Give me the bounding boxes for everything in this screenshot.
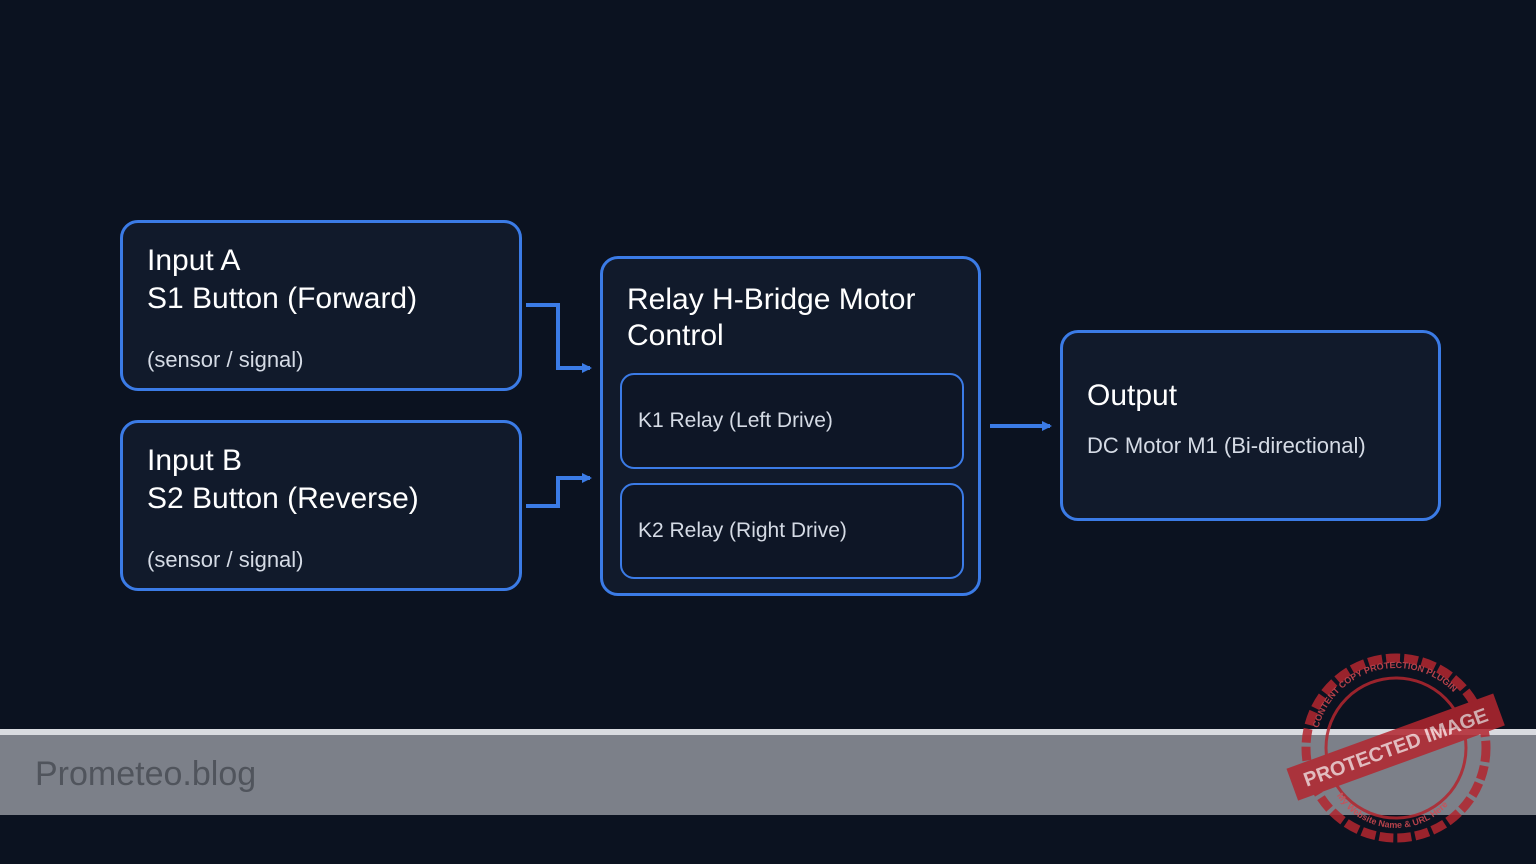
relay-k1-label: K1 Relay (Left Drive) — [638, 409, 833, 432]
input-b-title-line1: Input B — [147, 444, 243, 477]
input-a-title-line1: Input A — [147, 244, 241, 277]
input-a-node: Input A S1 Button (Forward) (sensor / si… — [120, 220, 522, 391]
relay-k2-label: K2 Relay (Right Drive) — [638, 519, 847, 542]
footer-bar: Prometeo.blog — [0, 735, 1536, 815]
input-b-title: Input B S2 Button (Reverse) — [147, 442, 419, 518]
input-a-title-line2: S1 Button (Forward) — [147, 282, 418, 315]
controller-node: Relay H-Bridge Motor Control K1 Relay (L… — [600, 256, 981, 596]
output-node: Output DC Motor M1 (Bi-directional) — [1060, 330, 1441, 521]
input-b-subtitle: (sensor / signal) — [147, 547, 304, 572]
footer-divider — [0, 729, 1536, 735]
relay-k2-node: K2 Relay (Right Drive) — [620, 483, 964, 579]
input-b-title-line2: S2 Button (Reverse) — [147, 482, 419, 515]
footer-brand: Prometeo.blog — [35, 755, 257, 793]
input-b-node: Input B S2 Button (Reverse) (sensor / si… — [120, 420, 522, 591]
controller-title: Relay H-Bridge Motor Control — [627, 283, 916, 352]
input-a-title: Input A S1 Button (Forward) — [147, 242, 417, 318]
arrow-input-b-to-controller — [526, 473, 592, 508]
stamp-protected-text: PROTECTED IMAGE — [1301, 704, 1491, 791]
arrow-input-a-to-controller — [526, 303, 592, 373]
protected-image-stamp: CONTENT COPY PROTECTION PLUGIN My Websit… — [1286, 653, 1505, 843]
output-title: Output — [1087, 379, 1178, 412]
relay-k1-node: K1 Relay (Left Drive) — [620, 373, 964, 469]
output-subtitle: DC Motor M1 (Bi-directional) — [1087, 433, 1366, 458]
input-a-subtitle: (sensor / signal) — [147, 347, 304, 372]
